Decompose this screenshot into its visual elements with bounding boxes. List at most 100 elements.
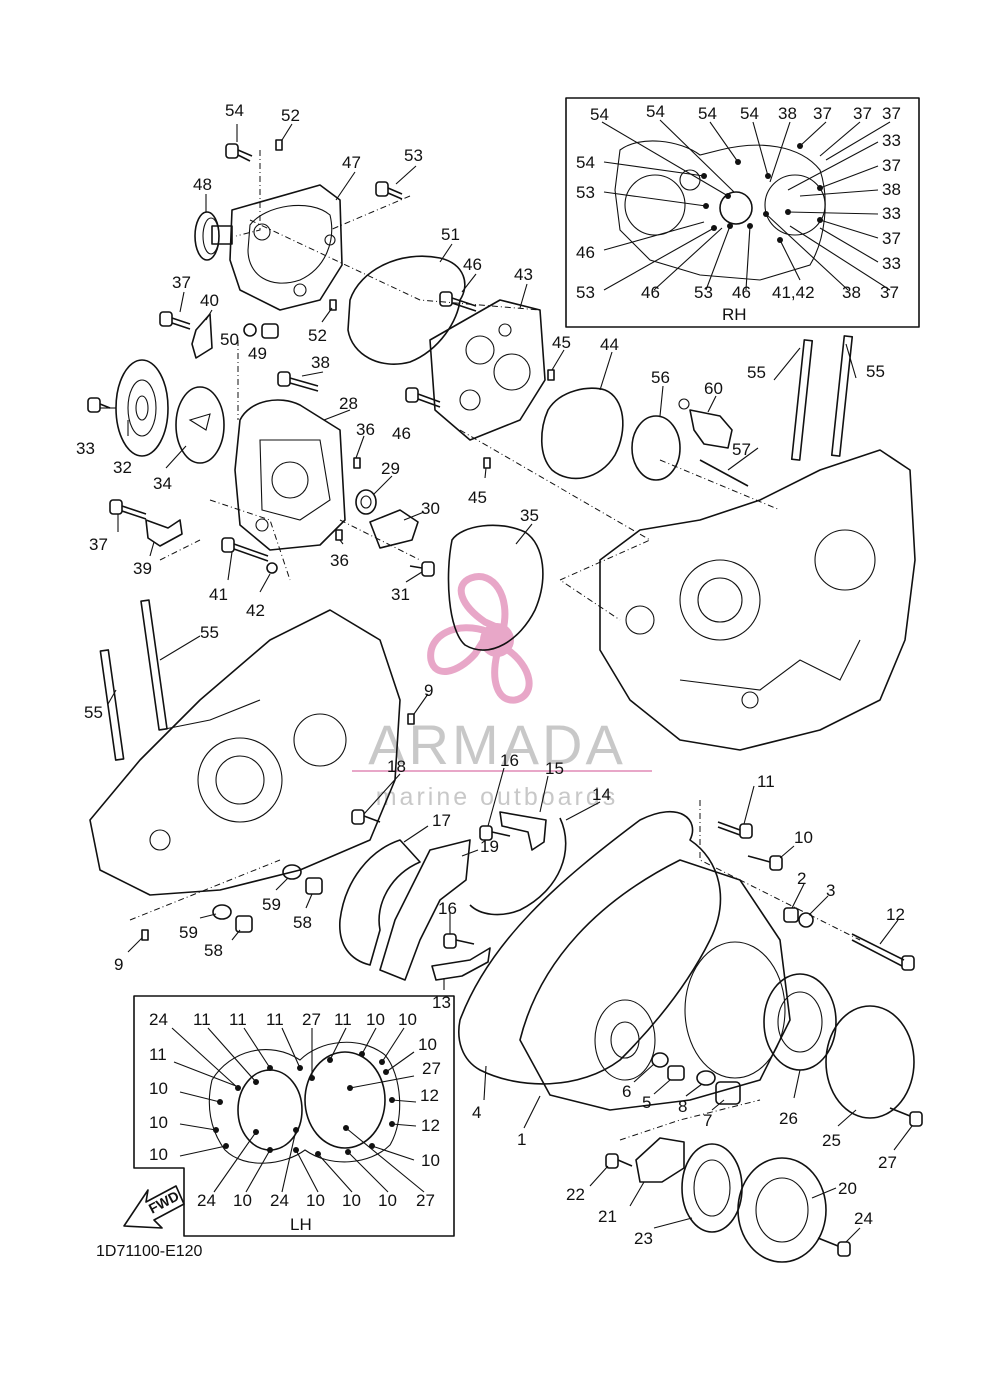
- part-bolt-11: [717, 821, 753, 839]
- lh-label: 11: [149, 1045, 167, 1064]
- part-pin-52b: [329, 299, 337, 311]
- part-bolt-41: [221, 537, 269, 562]
- lh-label: 10: [342, 1191, 361, 1210]
- part-bolt-37-lower: [109, 499, 147, 520]
- rh-label: 41,42: [772, 283, 815, 302]
- rh-label: 54: [740, 104, 759, 123]
- label-16: 16: [500, 751, 519, 770]
- rh-label: 37: [880, 283, 899, 302]
- part-washer-42: [266, 562, 278, 574]
- label-4: 4: [472, 1103, 481, 1122]
- label-53: 53: [404, 146, 423, 165]
- diagram-code: 1D71100-E120: [96, 1243, 203, 1260]
- part-seal-29: [355, 489, 377, 515]
- label-41: 41: [209, 585, 228, 604]
- label-37: 37: [172, 273, 191, 292]
- part-plate-34: [175, 386, 225, 464]
- part-stud-57: [699, 459, 749, 487]
- lh-label: 11: [334, 1010, 352, 1029]
- rh-label: 38: [882, 180, 901, 199]
- label-24: 24: [854, 1209, 873, 1228]
- lh-label: 10: [233, 1191, 252, 1210]
- label-49: 49: [248, 344, 267, 363]
- rh-leader-lines: [601, 119, 891, 291]
- rh-label: 37: [853, 104, 872, 123]
- label-36: 36: [356, 420, 375, 439]
- part-number-labels: 54 54 54 54 38 37 37 37 54 33 37 53 38 3…: [76, 101, 905, 1248]
- lh-label: 10: [149, 1079, 168, 1098]
- lh-label: 24: [149, 1010, 168, 1029]
- watermark-tagline: marine outboards: [376, 783, 619, 811]
- lh-label: 10: [398, 1010, 417, 1029]
- label-39: 39: [133, 559, 152, 578]
- lh-label: 27: [422, 1059, 441, 1078]
- rh-label: 38: [778, 104, 797, 123]
- label-21: 21: [598, 1207, 617, 1226]
- lh-label: 10: [378, 1191, 397, 1210]
- lh-bolt-dots: [213, 1051, 395, 1157]
- label-16: 16: [438, 899, 457, 918]
- part-bolt-27: [889, 1107, 923, 1127]
- assembly-lines: [129, 150, 861, 1141]
- label-23: 23: [634, 1229, 653, 1248]
- lh-label: 10: [149, 1145, 168, 1164]
- part-cover-25: [825, 1005, 915, 1119]
- label-28: 28: [339, 394, 358, 413]
- label-59: 59: [262, 895, 281, 914]
- label-31: 31: [391, 585, 410, 604]
- label-22: 22: [566, 1185, 585, 1204]
- fwd-arrow-icon: FWD: [123, 1185, 185, 1229]
- lh-label: 11: [229, 1010, 247, 1029]
- part-washer-59-upper: [282, 864, 302, 880]
- lh-leader-lines: [171, 1027, 425, 1193]
- label-46: 46: [392, 424, 411, 443]
- rh-detail-panel: [565, 97, 920, 328]
- part-o-ring-56: [631, 415, 681, 481]
- label-12: 12: [886, 905, 905, 924]
- rh-label: 38: [842, 283, 861, 302]
- part-pin-36-upper: [353, 457, 361, 469]
- label-45: 45: [552, 333, 571, 352]
- part-studs-55-left: [99, 599, 168, 761]
- label-17: 17: [432, 811, 451, 830]
- part-bolt-24: [817, 1237, 851, 1257]
- part-bolt-16-upper: [479, 825, 511, 841]
- label-58: 58: [293, 913, 312, 932]
- label-55: 55: [866, 362, 885, 381]
- lh-label: 24: [270, 1191, 289, 1210]
- part-cover-1: [519, 859, 791, 1111]
- label-9: 9: [424, 681, 433, 700]
- part-crankcase-right: [599, 449, 916, 751]
- lh-label: 10: [418, 1035, 437, 1054]
- label-55: 55: [747, 363, 766, 382]
- label-5: 5: [642, 1093, 651, 1112]
- rh-label: 33: [882, 254, 901, 273]
- label-27: 27: [878, 1153, 897, 1172]
- part-pin-45-upper: [547, 369, 555, 381]
- part-pin-9-upper: [407, 713, 415, 725]
- part-bolt-12: [851, 933, 915, 971]
- rh-bolt-dots: [701, 143, 823, 243]
- part-bolt-54: [225, 143, 253, 162]
- part-pin-9-lower: [141, 929, 149, 941]
- part-housing-43: [429, 299, 546, 441]
- lh-label: 11: [193, 1010, 211, 1029]
- label-2: 2: [797, 869, 806, 888]
- rh-label: 54: [576, 153, 595, 172]
- part-pin-52: [275, 139, 283, 151]
- label-10: 10: [794, 828, 813, 847]
- rh-label: 54: [590, 105, 609, 124]
- label-46: 46: [463, 255, 482, 274]
- part-bracket-13: [431, 947, 491, 981]
- part-chain-guide-14: [469, 817, 567, 916]
- lh-label: 27: [302, 1010, 321, 1029]
- label-11: 11: [757, 772, 775, 791]
- parts-drawing: [87, 123, 923, 1263]
- part-bolt-58-lower: [235, 915, 253, 933]
- rh-label: 46: [732, 283, 751, 302]
- part-bolt-31: [409, 561, 435, 577]
- label-6: 6: [622, 1082, 631, 1101]
- lh-label: 10: [366, 1010, 385, 1029]
- label-14: 14: [592, 785, 611, 804]
- part-washer-6: [651, 1052, 669, 1068]
